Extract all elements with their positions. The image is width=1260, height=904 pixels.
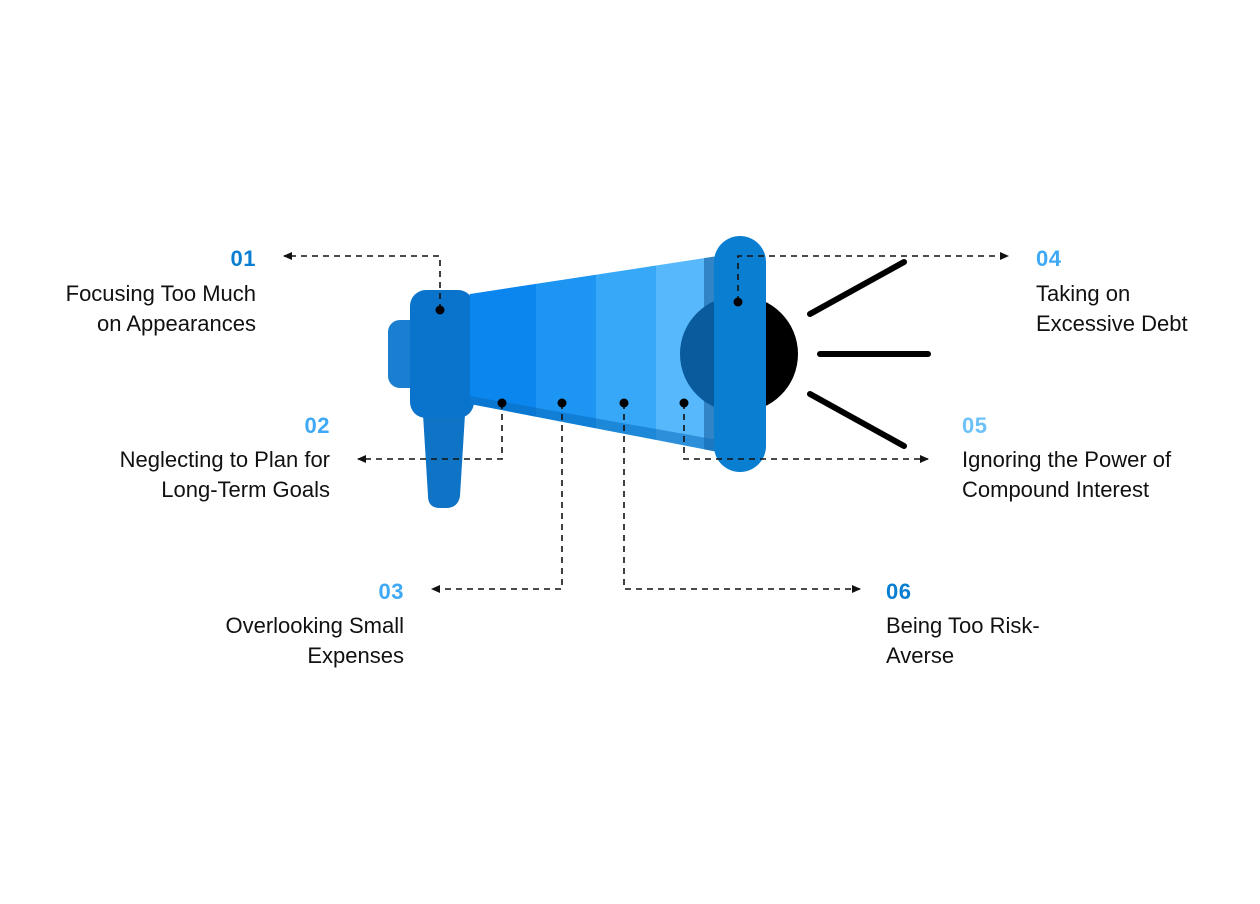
item-02-label: Neglecting to Plan for Long-Term Goals bbox=[120, 445, 330, 505]
item-05-label-line-1: Ignoring the Power of bbox=[962, 447, 1172, 472]
item-01-label-line-2: on Appearances bbox=[96, 311, 256, 336]
item-05-label-line-2: Compound Interest bbox=[962, 477, 1150, 502]
item-03-label-line-1: Overlooking Small bbox=[225, 613, 404, 638]
connector-02 bbox=[357, 403, 503, 463]
anchor-dot-04 bbox=[733, 297, 743, 307]
item-04-label: Taking on Excessive Debt bbox=[1036, 279, 1188, 339]
megaphone-icon bbox=[388, 236, 798, 508]
item-01-number: 01 bbox=[230, 246, 256, 271]
item-05-number: 05 bbox=[962, 413, 988, 438]
item-03-number: 03 bbox=[378, 579, 404, 604]
sound-wave-lines-icon bbox=[807, 259, 931, 449]
anchor-dot-06 bbox=[619, 398, 629, 408]
anchor-dot-02 bbox=[497, 398, 507, 408]
megaphone-bell-rim bbox=[714, 236, 766, 472]
item-02-number: 02 bbox=[304, 413, 330, 438]
megaphone-handle bbox=[422, 398, 466, 508]
item-02-label-line-1: Neglecting to Plan for bbox=[119, 447, 330, 472]
item-02-label-line-2: Long-Term Goals bbox=[161, 477, 330, 502]
item-03-label: Overlooking Small Expenses bbox=[225, 611, 404, 671]
item-06-number: 06 bbox=[886, 579, 912, 604]
anchor-dot-05 bbox=[679, 398, 689, 408]
item-04-label-line-1: Taking on bbox=[1036, 281, 1131, 306]
connector-01 bbox=[283, 252, 441, 310]
item-04-number: 04 bbox=[1036, 246, 1062, 271]
item-06-label: Being Too Risk- Averse bbox=[886, 611, 1040, 671]
item-01-label-line-1: Focusing Too Much bbox=[65, 281, 256, 306]
megaphone-rear-block bbox=[410, 290, 474, 418]
item-03-label-line-2: Expenses bbox=[307, 643, 404, 668]
connector-05 bbox=[683, 403, 929, 463]
item-04-label-line-2: Excessive Debt bbox=[1036, 311, 1188, 336]
item-01-label: Focusing Too Much on Appearances bbox=[66, 279, 256, 339]
anchor-dot-03 bbox=[557, 398, 567, 408]
anchor-dot-01 bbox=[435, 305, 445, 315]
item-05-label: Ignoring the Power of Compound Interest bbox=[962, 445, 1171, 505]
connector-06 bbox=[623, 403, 861, 593]
item-06-label-line-1: Being Too Risk- bbox=[886, 613, 1040, 638]
connector-04 bbox=[737, 252, 1009, 302]
item-06-label-line-2: Averse bbox=[886, 643, 955, 668]
